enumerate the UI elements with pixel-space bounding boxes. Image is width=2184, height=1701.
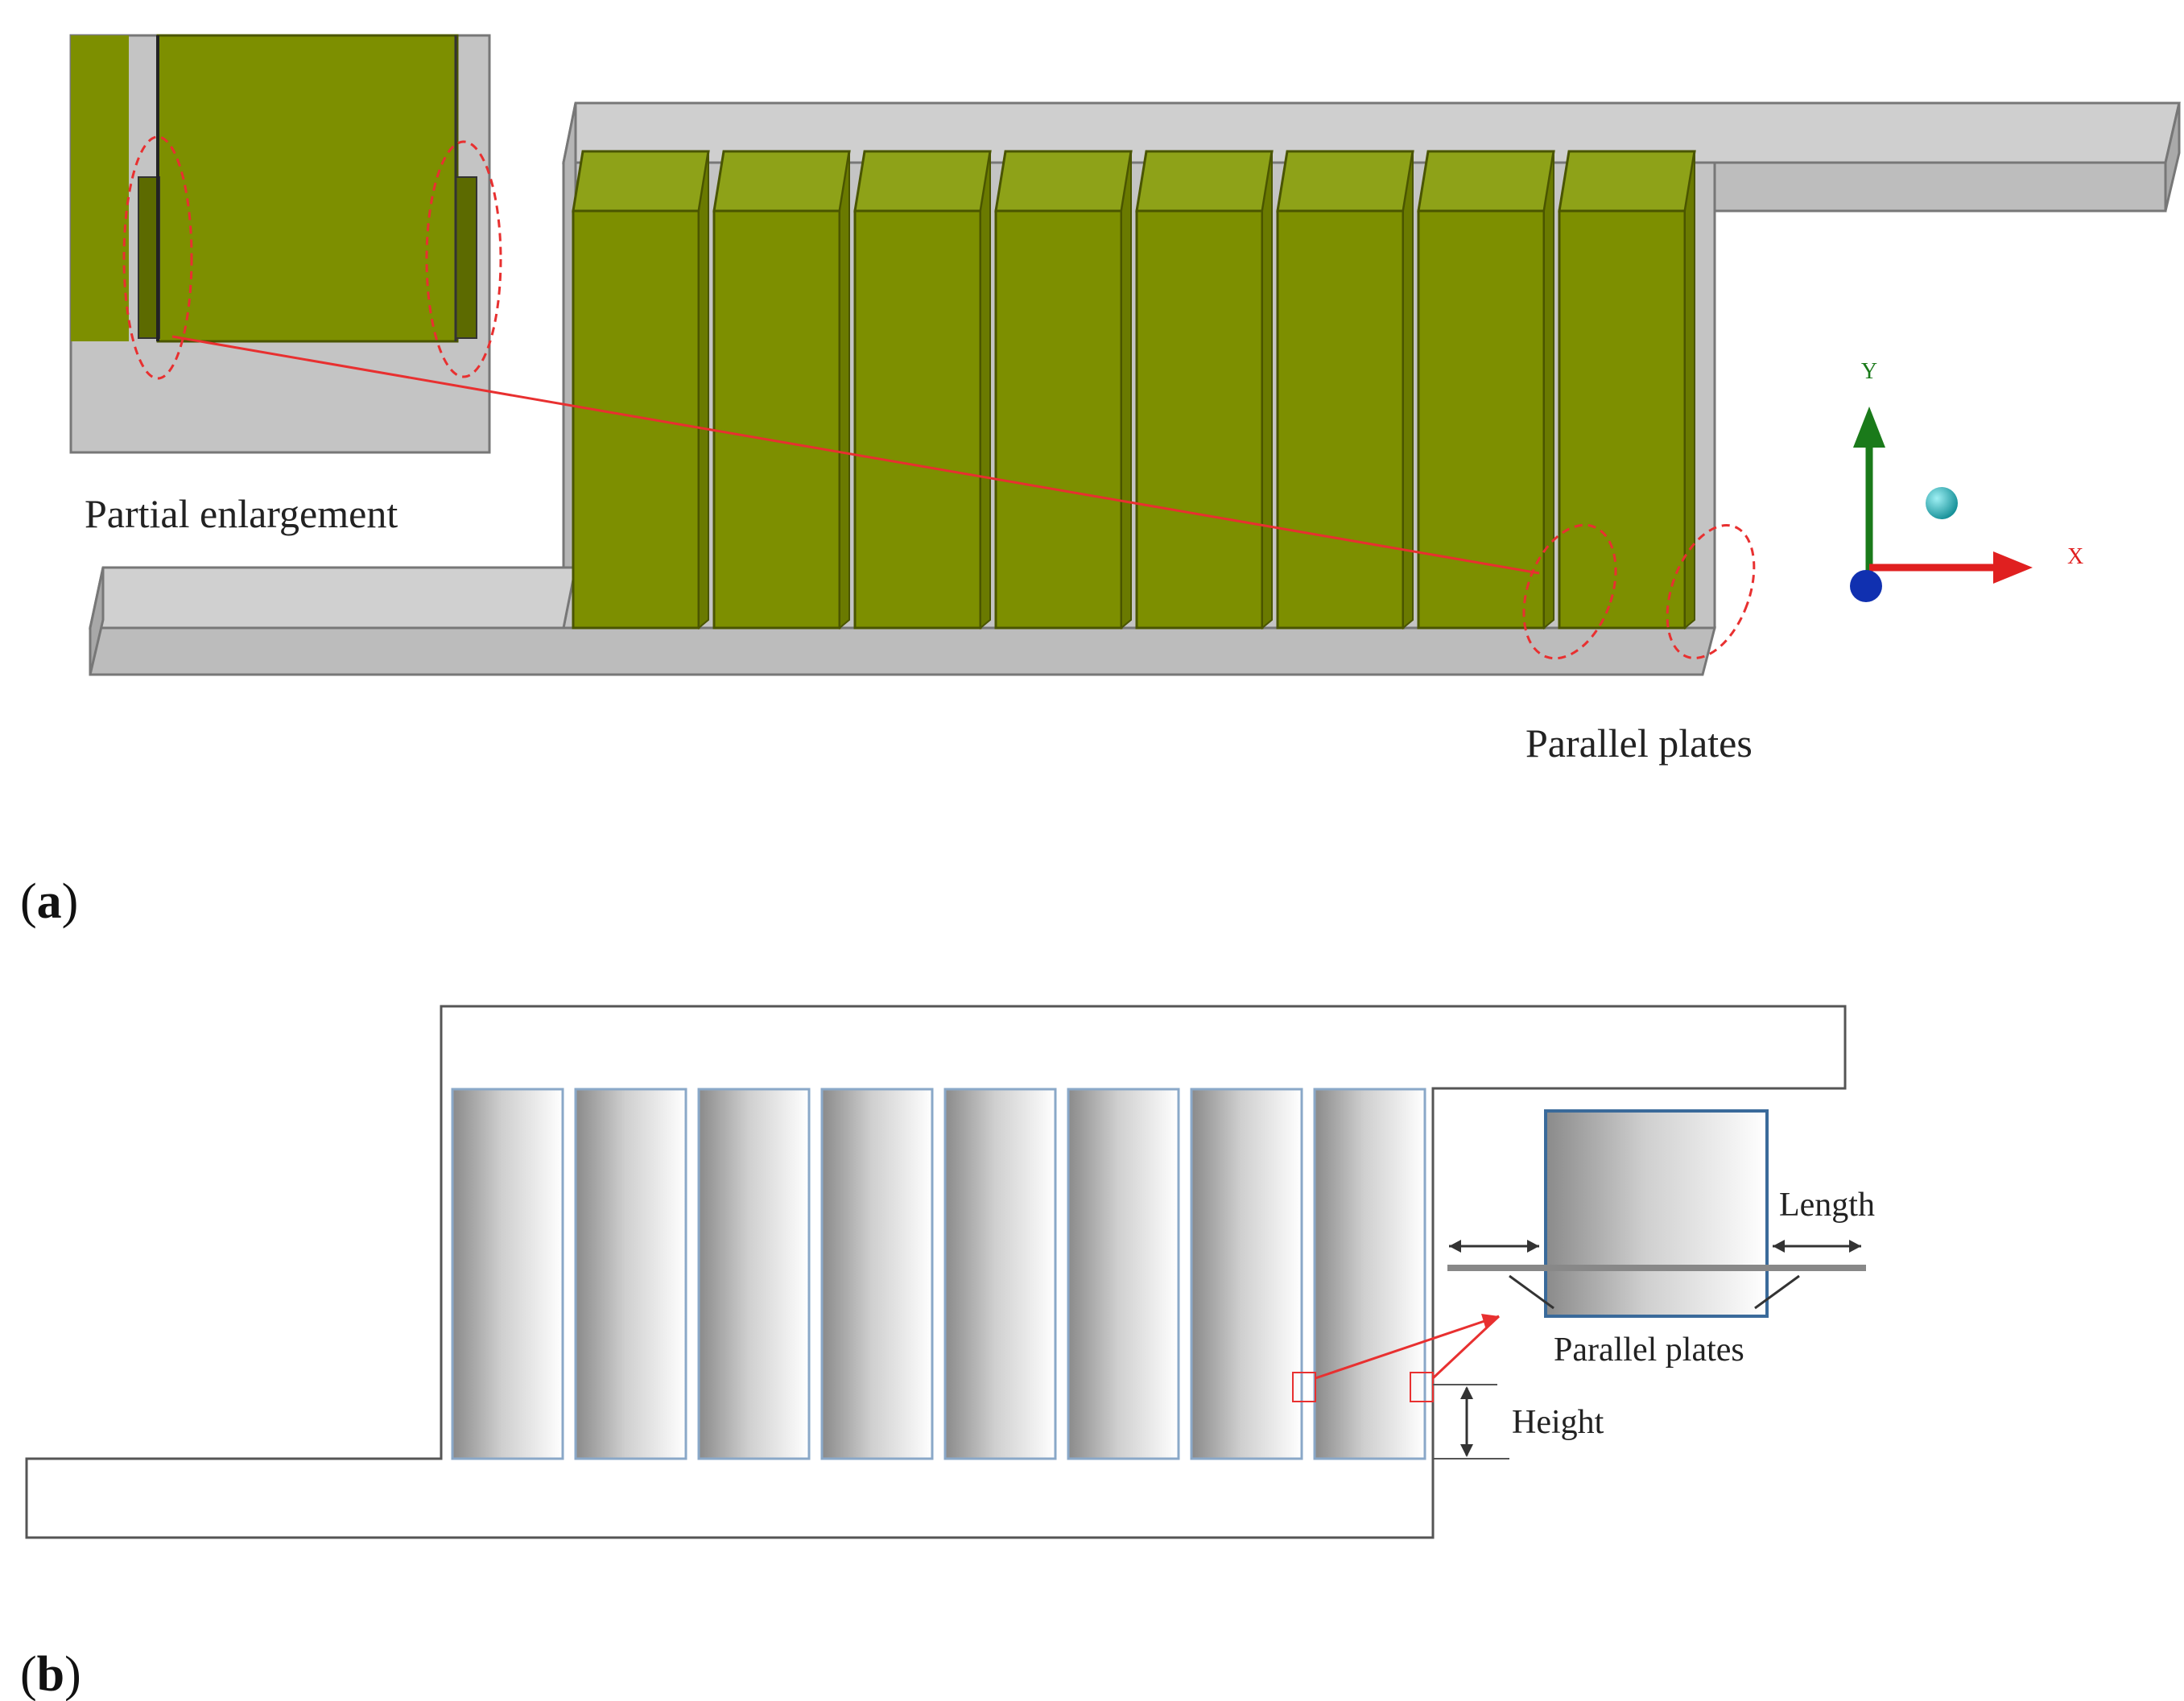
fin-side-face: [1261, 151, 1273, 630]
fin-top-face: [994, 150, 1133, 213]
x-axis-arrowhead: [1993, 551, 2033, 584]
zoom-marker: [1410, 1372, 1434, 1402]
zoom-leader-line: [171, 335, 1540, 575]
fin-top-face: [1276, 150, 1414, 213]
fin-2d: [697, 1088, 811, 1460]
label-parallel-plates-b: Parallel plates: [1554, 1331, 1744, 1369]
fin-side-face: [698, 151, 709, 630]
label-partial-enlargement: Partial enlargement: [85, 491, 398, 536]
fin-2d: [574, 1088, 687, 1460]
height-dimension: Height: [1433, 1384, 1604, 1459]
axis-label-y: Y: [1861, 359, 1877, 384]
fin-3d: [1135, 209, 1264, 630]
panel-a: Partial enlargement Parallel plates Y X …: [20, 34, 2181, 929]
fin-3d: [853, 209, 982, 630]
fin-top-face: [712, 150, 851, 213]
fin-2d: [820, 1088, 934, 1460]
panel-label-b: (b): [20, 1647, 81, 1701]
fin-3d: [1276, 209, 1405, 630]
fins-3d: [572, 150, 1696, 630]
label-parallel-plates-a: Parallel plates: [1525, 720, 1753, 766]
fin-side-face: [839, 151, 850, 630]
panel-label-a: (a): [20, 874, 78, 929]
fin-2d: [943, 1088, 1057, 1460]
fin-side-face: [1543, 151, 1554, 630]
fin-2d: [1313, 1088, 1426, 1460]
z-axis-dot: [1850, 570, 1882, 602]
fin-top-face: [1135, 150, 1274, 213]
sphere-icon: [1926, 487, 1958, 519]
axis-triad: Y X: [1850, 359, 2083, 602]
zoom-leader-line: [1315, 1315, 1500, 1380]
axis-label-x: X: [2067, 544, 2083, 569]
fin-top-face: [1558, 150, 1696, 213]
fin-3d: [994, 209, 1123, 630]
partial-enlargement-inset: [69, 34, 502, 454]
fin-3d: [1558, 209, 1687, 630]
fin-3d: [572, 209, 700, 630]
label-height: Height: [1512, 1404, 1604, 1441]
fin-top-face: [572, 150, 710, 213]
highlight-ellipse: [425, 140, 502, 378]
fins-2d: [451, 1088, 1426, 1460]
zoom-leader-line: [1431, 1315, 1501, 1380]
fin-side-face: [980, 151, 991, 630]
fin-side-face: [1121, 151, 1132, 630]
fin-2d: [1067, 1088, 1180, 1460]
fin-2d: [1190, 1088, 1303, 1460]
fin-3d: [712, 209, 841, 630]
highlight-ellipse: [1522, 523, 1617, 660]
fin-2d: [451, 1088, 564, 1460]
highlight-ellipse: [1666, 524, 1756, 659]
fin-3d: [1417, 209, 1546, 630]
fin-side-face: [1402, 151, 1414, 630]
fin-top-face: [853, 150, 992, 213]
fin-top-face: [1417, 150, 1555, 213]
fin-side-face: [1684, 151, 1695, 630]
y-axis-arrowhead: [1853, 407, 1885, 448]
label-length: Length: [1779, 1187, 1875, 1224]
fin-detail: Length Parallel plates: [1447, 1109, 1875, 1369]
zoom-marker: [1292, 1372, 1316, 1402]
highlight-ellipse: [122, 135, 193, 380]
panel-b: Length Parallel plates Height (b): [20, 1005, 1875, 1701]
